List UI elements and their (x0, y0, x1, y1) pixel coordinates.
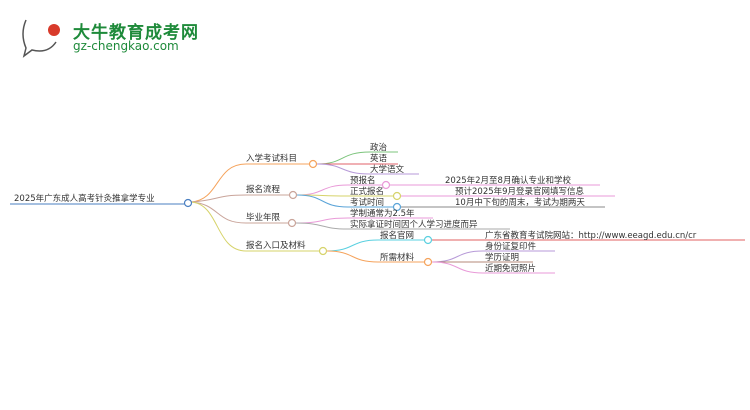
leaf[interactable]: 学历证明 (485, 252, 519, 263)
edge (190, 201, 319, 252)
leaf-detail[interactable]: 2025年2月至8月确认专业和学校 (445, 175, 571, 186)
leaf[interactable]: 报名官网 (380, 230, 414, 241)
node-toggle[interactable] (318, 246, 328, 256)
node-toggle[interactable] (308, 159, 318, 169)
leaf[interactable]: 所需材料 (380, 252, 415, 263)
leaf-detail[interactable]: 广东省教育考试院网站：http://www.eeagd.edu.cn/cr (485, 230, 697, 241)
edge (431, 261, 555, 274)
node-toggle[interactable] (392, 191, 402, 201)
logo-mark-icon (22, 19, 60, 58)
leaf[interactable]: 实际拿证时间因个人学习进度而异 (350, 219, 478, 230)
leaf[interactable]: 学制通常为2.5年 (350, 208, 415, 219)
branch-entry[interactable]: 报名入口及材料 (246, 240, 306, 251)
leaf-detail[interactable]: 10月中下旬的周末，考试为期两天 (455, 197, 585, 208)
edge (316, 163, 419, 175)
root-node[interactable]: 2025年广东成人高考针灸推拿学专业 (14, 193, 155, 204)
logo-url: gz-chengkao.com (73, 39, 179, 53)
leaf[interactable]: 预报名 (350, 175, 376, 186)
leaf[interactable]: 身份证复印件 (485, 241, 537, 252)
node-toggle[interactable] (287, 218, 297, 228)
node-toggle[interactable] (423, 257, 433, 267)
leaf[interactable]: 考试时间 (350, 197, 384, 208)
node-toggle[interactable] (381, 180, 391, 190)
logo: 大牛教育成考网 gz-chengkao.com (18, 14, 218, 58)
leaf[interactable]: 英语 (370, 153, 388, 164)
edge (190, 194, 289, 203)
logo-title: 大牛教育成考网 (73, 23, 199, 43)
node-toggle[interactable] (392, 202, 402, 212)
leaf[interactable]: 政治 (370, 142, 388, 153)
branch-process[interactable]: 报名流程 (246, 184, 281, 195)
leaf[interactable]: 近期免冠照片 (485, 263, 536, 274)
root-node-toggle[interactable] (183, 198, 193, 208)
leaf-detail[interactable]: 预计2025年9月登录官网填写信息 (455, 186, 585, 197)
leaf[interactable]: 大学语文 (370, 164, 405, 175)
leaf[interactable]: 正式报名 (350, 186, 384, 197)
branch-years[interactable]: 毕业年限 (246, 212, 281, 223)
branch-subjects[interactable]: 入学考试科目 (246, 153, 297, 164)
edge (190, 163, 309, 203)
edge (190, 201, 288, 224)
edge (296, 194, 394, 208)
edge (295, 222, 510, 230)
edge (326, 239, 424, 252)
edge (326, 250, 424, 263)
node-toggle[interactable] (423, 235, 433, 245)
node-toggle[interactable] (288, 190, 298, 200)
